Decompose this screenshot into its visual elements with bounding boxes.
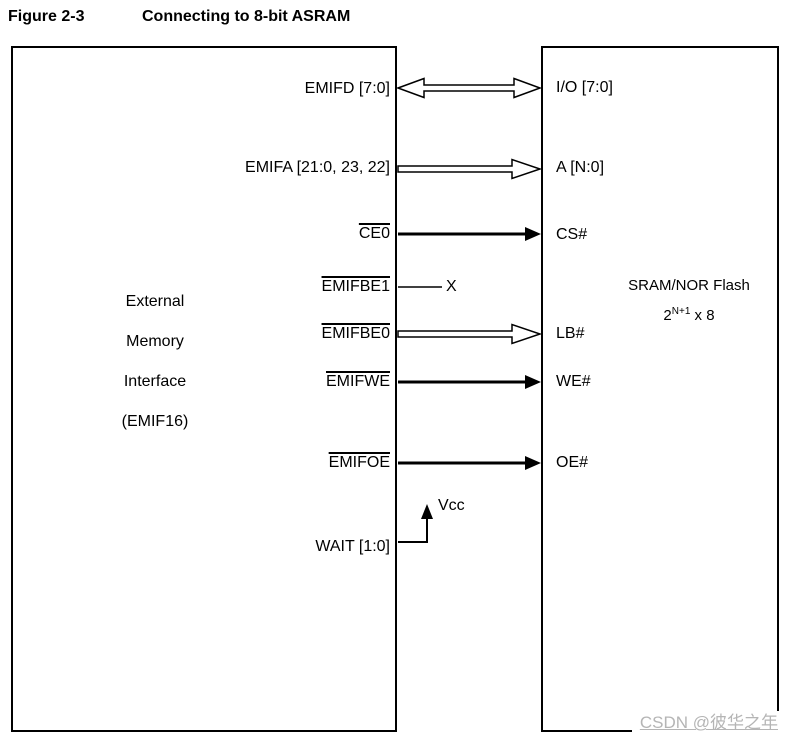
pin-label-oe: OE# bbox=[556, 454, 589, 471]
emifd-bidirectional-bus-arrow bbox=[395, 77, 543, 99]
ce0-wire-arrow bbox=[398, 227, 541, 241]
emif-block-name-line4: (EMIF16) bbox=[121, 413, 189, 430]
memory-block-size: 2N+1 x 8 bbox=[600, 306, 778, 326]
emifbe0-bus-arrow bbox=[397, 323, 543, 345]
memory-size-exponent: N+1 bbox=[671, 306, 691, 317]
pin-label-emifd: EMIFD [7:0] bbox=[304, 80, 390, 97]
pin-label-emifbe0: EMIFBE0 bbox=[100, 324, 390, 344]
emifa-bus-arrow bbox=[397, 158, 543, 180]
memory-block-name: SRAM/NOR Flash bbox=[628, 277, 750, 294]
pin-label-emifbe0-text: EMIFBE0 bbox=[321, 325, 390, 342]
emifwe-wire-arrow bbox=[398, 375, 541, 389]
vcc-label: Vcc bbox=[438, 497, 465, 514]
pin-label-emifoe-text: EMIFOE bbox=[328, 454, 390, 471]
emif-block-name-line1: External bbox=[125, 293, 185, 310]
pin-label-emifa: EMIFA [21:0, 23, 22] bbox=[245, 159, 390, 176]
emifoe-wire-arrow bbox=[398, 456, 541, 470]
figure-label: Figure 2-3 bbox=[8, 8, 85, 25]
pin-label-we: WE# bbox=[556, 373, 591, 390]
pin-label-emifbe1: EMIFBE1 bbox=[100, 277, 390, 297]
pin-label-ce0-text: CE0 bbox=[358, 225, 390, 242]
not-connected-marker: X bbox=[446, 278, 457, 295]
pin-label-ce0: CE0 bbox=[100, 224, 390, 244]
wait-pullup-arrow bbox=[398, 504, 433, 543]
emif-block-name-line3: Interface bbox=[123, 373, 187, 390]
pin-label-wait: WAIT [1:0] bbox=[315, 538, 390, 555]
emif-block-outline bbox=[11, 46, 397, 732]
memory-size-suffix: x 8 bbox=[690, 307, 715, 324]
pin-label-emifoe: EMIFOE bbox=[100, 453, 390, 473]
pin-label-cs: CS# bbox=[556, 226, 588, 243]
pin-label-emifwe: EMIFWE bbox=[100, 372, 390, 392]
pin-label-lb: LB# bbox=[556, 325, 585, 342]
pin-label-io: I/O [7:0] bbox=[556, 79, 613, 96]
memory-size-base: 2 bbox=[663, 307, 672, 324]
pin-label-a: A [N:0] bbox=[556, 159, 605, 176]
emif-block-name-line2: Memory bbox=[126, 333, 184, 350]
pin-label-emifbe1-text: EMIFBE1 bbox=[321, 278, 390, 295]
csdn-watermark: CSDN @彼华之年 bbox=[631, 711, 780, 737]
pin-label-emifwe-text: EMIFWE bbox=[326, 373, 390, 390]
figure-title: Connecting to 8-bit ASRAM bbox=[142, 8, 351, 25]
